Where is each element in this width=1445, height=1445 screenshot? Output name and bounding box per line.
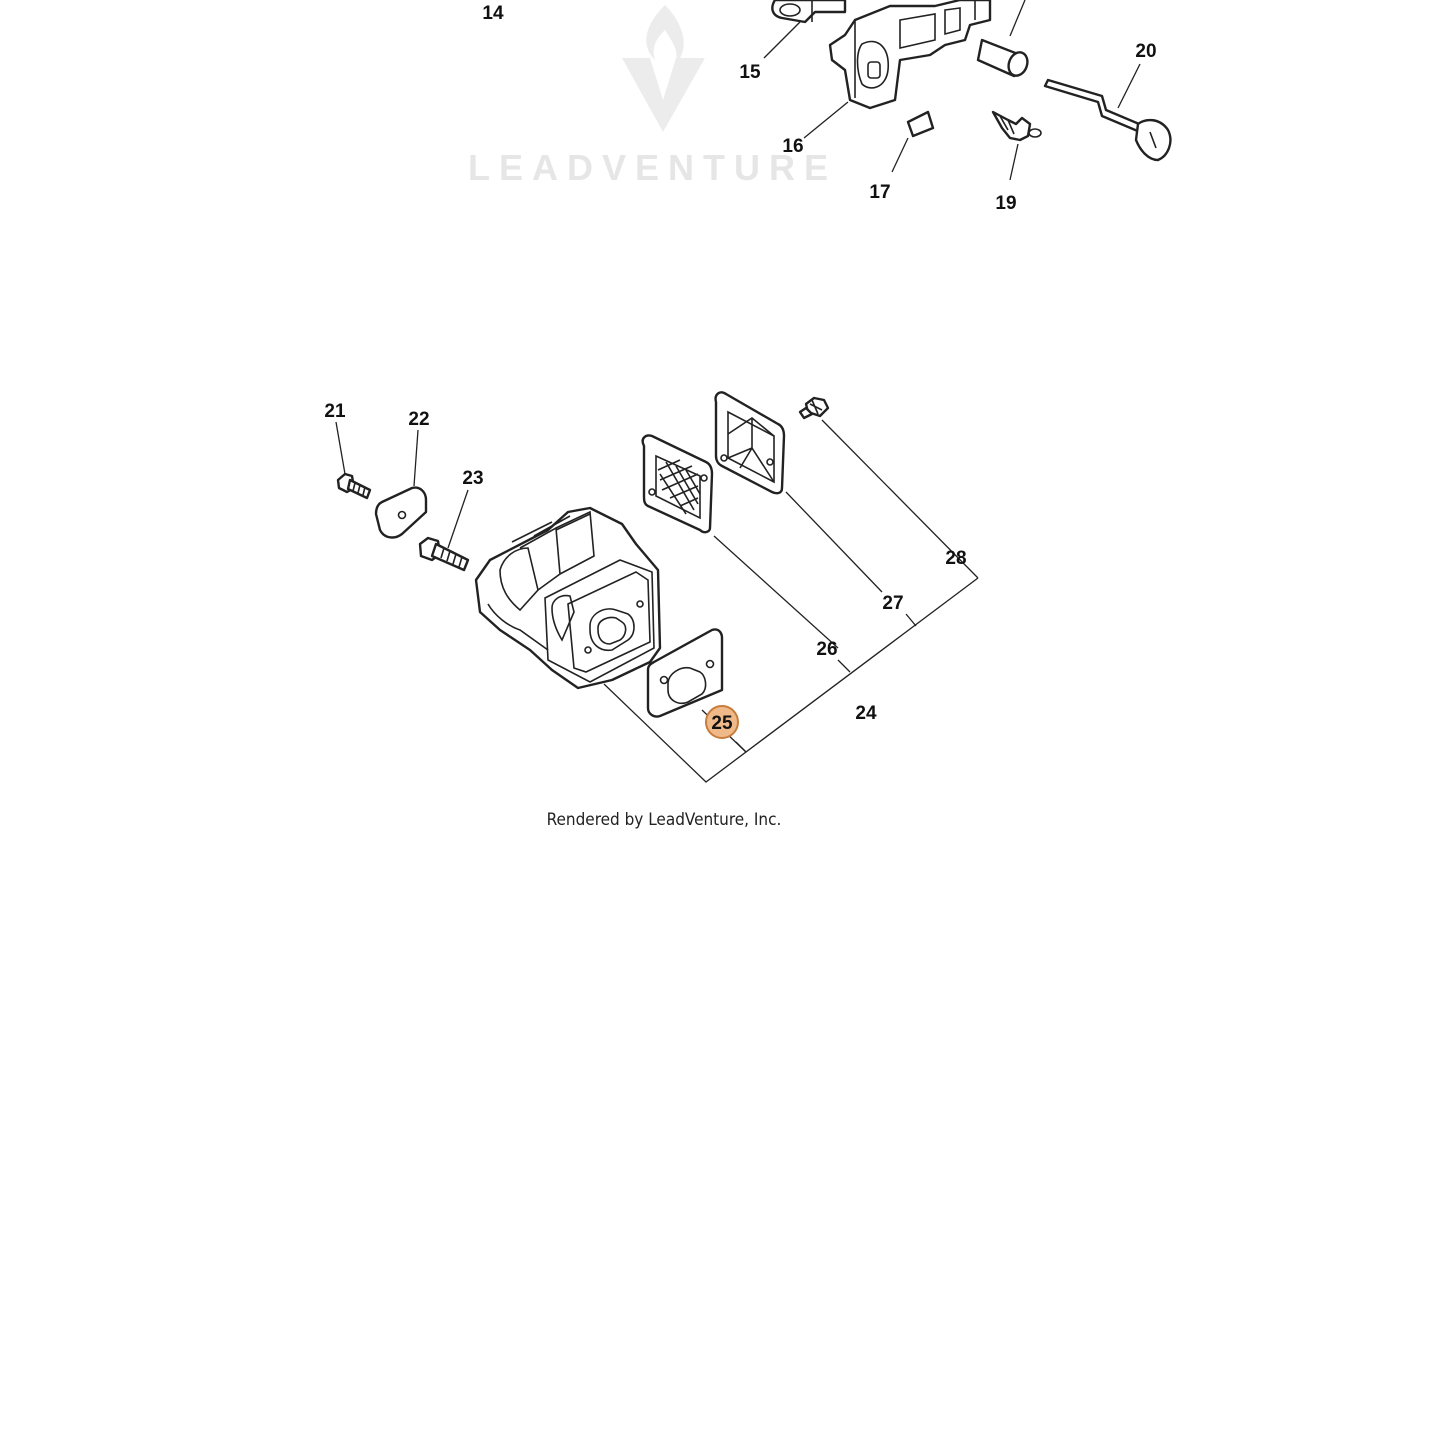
render-credit: Rendered by LeadVenture, Inc. [547, 810, 782, 830]
part-27-deflector[interactable] [714, 391, 786, 495]
leader-19 [1009, 143, 1019, 181]
leader-17 [891, 137, 909, 173]
callout-25-badge [705, 705, 739, 739]
callout-23[interactable]: 23 [462, 468, 483, 489]
leader-27 [785, 491, 883, 593]
callout-28[interactable]: 28 [945, 548, 966, 569]
callout-25[interactable]: 25 [711, 713, 733, 734]
leader-23 [447, 489, 469, 549]
leader-21 [335, 421, 346, 475]
part-23-bolt[interactable] [418, 536, 470, 572]
watermark: LEADVENTURE [468, 5, 837, 188]
callout-14[interactable]: 14 [482, 3, 504, 24]
part-22-plate[interactable] [374, 486, 428, 539]
callout-25-highlight[interactable]: 25 [705, 705, 739, 739]
callout-24[interactable]: 24 [855, 703, 877, 724]
watermark-v-logo [622, 58, 705, 132]
leader-16 [803, 101, 849, 139]
part-18-sleeve[interactable] [976, 0, 1031, 78]
callout-15[interactable]: 15 [739, 62, 761, 83]
callout-17[interactable]: 17 [869, 182, 890, 203]
callout-27[interactable]: 27 [882, 593, 903, 614]
part-26-screen-gasket[interactable] [641, 434, 714, 534]
callout-20[interactable]: 20 [1135, 41, 1156, 62]
upper-assembly [763, 0, 1172, 181]
muffler-assembly [335, 391, 979, 783]
callout-labels: 14 15 16 17 19 20 21 22 23 24 25 26 27 2… [324, 3, 1157, 739]
leader-26 [713, 535, 839, 649]
watermark-brand: LEADVENTURE [468, 147, 837, 188]
part-17-pad[interactable] [906, 110, 935, 138]
callout-16[interactable]: 16 [782, 136, 803, 157]
leader-28 [821, 419, 979, 579]
callout-21[interactable]: 21 [324, 401, 346, 422]
part-15-clamp[interactable] [771, 0, 847, 24]
leader-20 [1117, 63, 1141, 109]
callout-22[interactable]: 22 [408, 409, 429, 430]
leader-15 [763, 21, 801, 59]
watermark-flame-logo [646, 5, 684, 65]
part-21-screw[interactable] [336, 472, 372, 500]
callout-26[interactable]: 26 [816, 639, 837, 660]
part-16-bracket[interactable] [828, 0, 992, 110]
part-20-choke-rod[interactable] [1043, 78, 1172, 162]
part-24-muffler[interactable] [474, 506, 662, 690]
part-19-switch[interactable] [991, 110, 1042, 142]
part-28-screw[interactable] [798, 396, 830, 420]
kit-bracket-line [603, 577, 979, 783]
part-25-gasket[interactable] [646, 628, 724, 718]
callout-19[interactable]: 19 [995, 193, 1016, 214]
leader-22 [413, 429, 419, 487]
